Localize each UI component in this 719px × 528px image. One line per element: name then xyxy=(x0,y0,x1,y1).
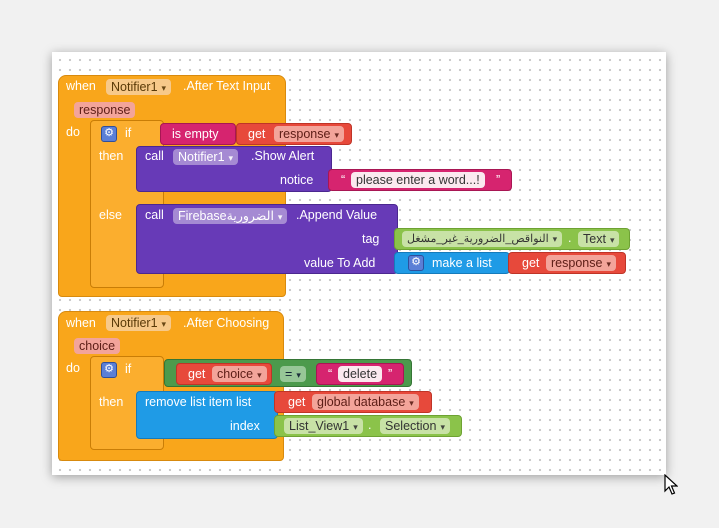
notice-label: notice xyxy=(280,173,314,187)
is-empty-block[interactable] xyxy=(160,123,236,145)
component-name: Firebaseالضرورية xyxy=(178,209,274,223)
close-quote: ” xyxy=(496,173,501,187)
dropdown-arrow-icon: ▾ xyxy=(353,422,358,432)
method-name: .Show Alert xyxy=(251,149,315,163)
dropdown-arrow-icon: ▾ xyxy=(552,234,558,244)
dropdown-arrow-icon: ▾ xyxy=(440,422,445,432)
blocks-workspace[interactable]: when Notifier1▾ .After Text Input respon… xyxy=(52,52,666,475)
component-name: List_View1 xyxy=(289,419,350,433)
is-empty-label: is empty xyxy=(172,127,219,141)
variable-name: response xyxy=(279,127,331,141)
variable-name: choice xyxy=(217,367,254,381)
property-dropdown[interactable]: Selection▾ xyxy=(380,418,450,434)
event-name: .After Text Input xyxy=(183,79,271,93)
variable-dropdown[interactable]: response▾ xyxy=(546,255,616,271)
param-choice[interactable]: choice xyxy=(74,338,121,354)
then-label: then xyxy=(99,149,124,163)
do-label: do xyxy=(66,125,80,139)
when-label: when xyxy=(66,316,96,330)
dropdown-arrow-icon: ▾ xyxy=(296,370,301,380)
dropdown-arrow-icon: ▾ xyxy=(409,398,414,408)
make-a-list-label: make a list xyxy=(432,256,492,270)
then-label: then xyxy=(99,395,124,409)
get-label: get xyxy=(188,367,206,381)
do-label: do xyxy=(66,361,80,375)
property-name: Selection xyxy=(385,419,437,433)
method-name: .Append Value xyxy=(296,208,378,222)
operator-dropdown[interactable]: =▾ xyxy=(280,366,306,382)
get-label: get xyxy=(522,256,540,270)
if-label: if xyxy=(125,362,132,376)
tag-label: tag xyxy=(362,232,380,246)
gear-icon[interactable]: ⚙ xyxy=(408,255,424,271)
property-dropdown[interactable]: Text▾ xyxy=(578,231,620,247)
remove-list-item-label: remove list item list xyxy=(145,395,252,409)
get-label: get xyxy=(248,127,266,141)
dropdown-arrow-icon: ▾ xyxy=(609,235,615,245)
component-dropdown[interactable]: List_View1▾ xyxy=(284,418,363,434)
operator-name: = xyxy=(285,367,293,381)
dropdown-arrow-icon: ▾ xyxy=(334,130,339,140)
dropdown-arrow-icon: ▾ xyxy=(228,153,234,163)
dropdown-arrow-icon: ▾ xyxy=(161,319,167,329)
else-label: else xyxy=(99,208,122,222)
dropdown-arrow-icon: ▾ xyxy=(277,212,283,222)
remove-list-item-block[interactable] xyxy=(136,391,278,439)
get-label: get xyxy=(288,395,306,409)
close-quote: ” xyxy=(388,367,393,381)
when-label: when xyxy=(66,79,96,93)
component-name: النواقص_الضرورية_غير_مشغل xyxy=(407,233,549,245)
variable-dropdown[interactable]: choice▾ xyxy=(212,366,267,382)
gear-icon[interactable]: ⚙ xyxy=(101,362,117,378)
dropdown-arrow-icon: ▾ xyxy=(161,83,167,93)
component-name: Notifier1 xyxy=(111,316,158,330)
call-label: call xyxy=(145,149,164,163)
property-name: Text xyxy=(583,232,606,246)
variable-dropdown[interactable]: response▾ xyxy=(274,126,344,142)
open-quote: “ xyxy=(341,173,346,187)
notice-text[interactable]: please enter a word...! xyxy=(351,172,485,188)
variable-name: global database xyxy=(317,395,406,409)
param-response[interactable]: response xyxy=(74,102,136,118)
value-to-add-label: value To Add xyxy=(304,256,376,270)
component-dropdown[interactable]: النواقص_الضرورية_غير_مشغل▾ xyxy=(402,231,563,247)
component-name: Notifier1 xyxy=(111,80,158,94)
component-dropdown[interactable]: Notifier1▾ xyxy=(106,315,172,331)
index-label: index xyxy=(230,419,260,433)
gear-icon[interactable]: ⚙ xyxy=(101,126,117,142)
compare-text[interactable]: delete xyxy=(338,366,383,382)
notifier-dropdown[interactable]: Notifier1▾ xyxy=(173,149,239,165)
dropdown-arrow-icon: ▾ xyxy=(257,370,262,380)
event-name: .After Choosing xyxy=(183,316,270,330)
component-dropdown[interactable]: Notifier1▾ xyxy=(106,79,172,95)
component-name: Notifier1 xyxy=(178,150,225,164)
variable-dropdown[interactable]: global database▾ xyxy=(312,394,419,410)
mouse-cursor-icon xyxy=(664,473,679,502)
dot-separator: . xyxy=(568,231,572,245)
variable-name: response xyxy=(551,256,603,270)
firebase-dropdown[interactable]: Firebaseالضرورية▾ xyxy=(173,208,288,224)
dropdown-arrow-icon: ▾ xyxy=(606,259,611,269)
dot-separator: . xyxy=(368,418,372,432)
if-label: if xyxy=(125,126,132,140)
call-label: call xyxy=(145,208,164,222)
open-quote: “ xyxy=(328,367,333,381)
